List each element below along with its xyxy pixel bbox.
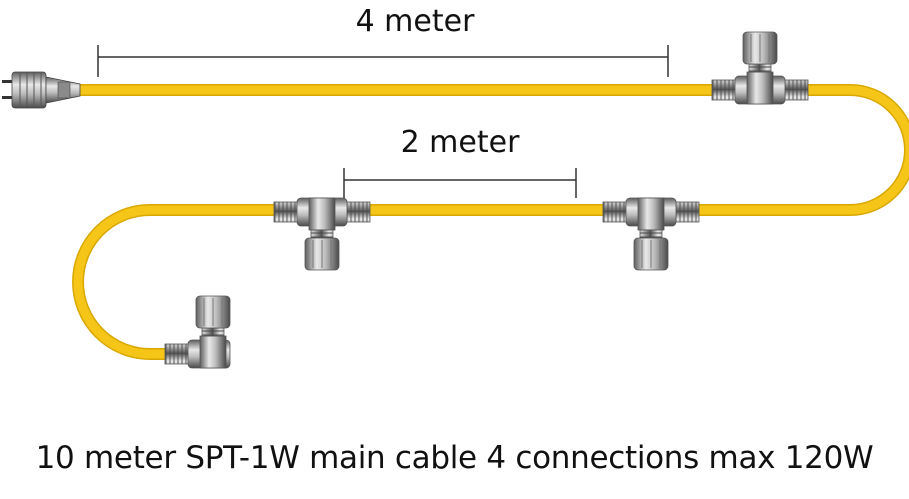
tee-connector-icon [711,31,809,105]
dimension-label-2-meter: 2 meter [401,125,521,160]
yellow-cable [72,84,909,360]
dimension-2-meter: 2 meter [343,125,577,198]
tee-connector-icon [602,197,700,271]
dimension-label-4-meter: 4 meter [356,4,476,39]
tee-connector-icon [273,197,371,271]
elbow-connector-icon [164,295,231,369]
caption: 10 meter SPT-1W main cable 4 connections… [35,440,874,476]
male-plug-icon [2,71,81,109]
dimension-4-meter: 4 meter [97,4,669,77]
